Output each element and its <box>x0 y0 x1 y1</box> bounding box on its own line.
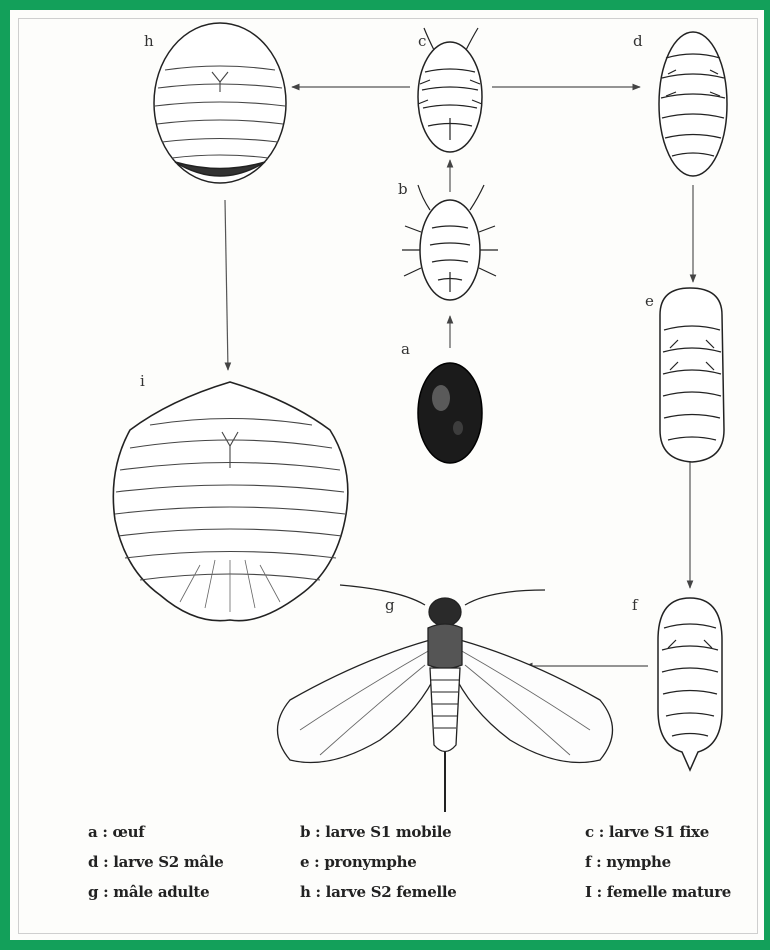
label-stage-e: e <box>645 292 654 310</box>
legend-item-h: h : larve S2 femelle <box>300 883 457 901</box>
legend-item-a: a : œuf <box>88 823 144 841</box>
legend-item-f: f : nymphe <box>585 853 671 871</box>
label-stage-d: d <box>633 32 643 50</box>
arrow-h-to-i <box>225 200 228 370</box>
stage-c-larva-drawing <box>418 28 482 152</box>
label-stage-g: g <box>385 596 395 614</box>
legend-item-d: d : larve S2 mâle <box>88 853 224 871</box>
stage-b-larva-drawing <box>402 185 498 300</box>
label-stage-h: h <box>144 32 154 50</box>
stage-a-egg-drawing <box>418 363 482 463</box>
stage-i-female-drawing <box>113 382 348 621</box>
label-stage-f: f <box>632 596 638 614</box>
label-stage-a: a <box>401 340 410 358</box>
legend-item-b: b : larve S1 mobile <box>300 823 451 841</box>
legend-item-i: I : femelle mature <box>585 883 731 901</box>
stage-f-nymph-drawing <box>658 598 722 770</box>
stage-h-larva-drawing <box>154 23 286 183</box>
stage-d-larva-drawing <box>659 32 727 176</box>
label-stage-c: c <box>418 32 426 50</box>
legend-item-c: c : larve S1 fixe <box>585 823 709 841</box>
legend-item-g: g : mâle adulte <box>88 883 209 901</box>
stage-e-pronymph-drawing <box>660 288 724 462</box>
legend-item-e: e : pronymphe <box>300 853 416 871</box>
stage-g-adult-male-drawing <box>278 585 613 812</box>
label-stage-i: i <box>140 372 145 390</box>
label-stage-b: b <box>398 180 408 198</box>
